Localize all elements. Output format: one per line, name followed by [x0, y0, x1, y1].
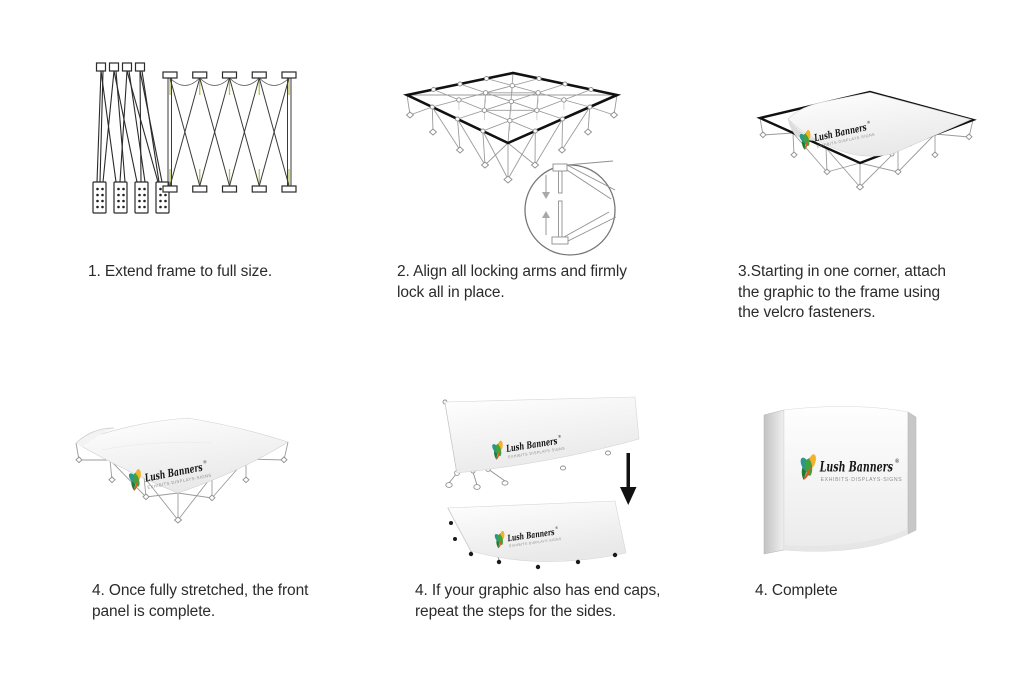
step6-figure: [756, 403, 926, 558]
step4-caption: 4. Once fully stretched, the front panel…: [92, 582, 309, 620]
display-end-cap-left: [763, 409, 785, 555]
extended-frame-illustration: [162, 71, 297, 193]
lock-direction-arrows: [542, 175, 550, 235]
step3-caption: 3.Starting in one corner, attach the gra…: [738, 263, 946, 321]
step2-caption: 2. Align all locking arms and firmly loc…: [397, 263, 627, 301]
arrow-down-icon: [620, 453, 637, 505]
end-caps-top-panel: [442, 396, 640, 490]
step1-figure: [85, 55, 300, 220]
display-end-cap-right: [907, 411, 917, 535]
step2-figure: [390, 65, 720, 265]
step6-caption: 4. Complete: [755, 582, 838, 599]
step3-figure: [740, 75, 985, 210]
end-caps-bottom-panel: [447, 500, 627, 570]
step1-caption: 1. Extend frame to full size.: [88, 263, 273, 280]
folded-frame-illustration: [92, 62, 170, 214]
step4-figure: [62, 398, 302, 538]
corner-attach-illustration: [756, 90, 977, 191]
step5-caption: 4. If your graphic also has end caps, re…: [415, 582, 661, 620]
graphic-panel: [787, 92, 972, 157]
complete-display-illustration: [763, 406, 917, 555]
magnifier-detail: [524, 160, 617, 256]
graphic-panel: [444, 396, 640, 474]
locked-frame-illustration: [402, 71, 622, 184]
front-panel-illustration: [75, 417, 289, 524]
step5-figure: [433, 383, 640, 588]
